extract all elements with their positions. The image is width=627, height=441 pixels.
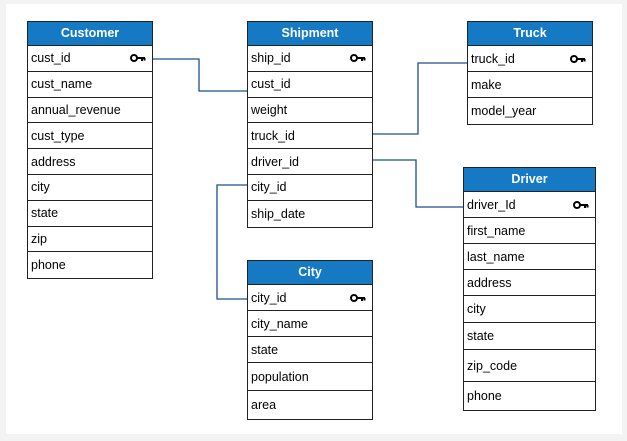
customer-field-name: annual_revenue [31, 102, 121, 117]
driver-field-name: phone [467, 389, 502, 403]
driver-field-name: state [467, 329, 495, 343]
city-field-row[interactable]: population [248, 363, 372, 391]
customer-field-row[interactable]: address [28, 149, 152, 175]
driver-table-title: Driver [464, 168, 595, 192]
shipment-field-row[interactable]: city_id [248, 175, 372, 201]
customer-field-row[interactable]: state [28, 201, 152, 227]
truck-table-title: Truck [468, 22, 592, 46]
customer-field-name: cust_name [31, 77, 93, 92]
customer-field-row[interactable]: cust_type [28, 123, 152, 150]
customer-table[interactable]: Customer cust_id cust_name annual_revenu… [27, 21, 153, 280]
customer-field-name: cust_type [31, 128, 85, 143]
shipment-field-row[interactable]: driver_id [248, 149, 372, 175]
customer-field-name: cust_id [31, 51, 71, 66]
driver-field-name: last_name [467, 249, 525, 264]
shipment-field-name: city_id [251, 180, 287, 195]
key-icon [570, 54, 586, 63]
driver-field-row[interactable]: last_name [464, 244, 595, 270]
driver-field-row[interactable]: city [464, 296, 595, 323]
customer-field-row[interactable]: zip [28, 227, 152, 253]
shipment-field-row[interactable]: weight [248, 98, 372, 124]
customer-field-name: city [31, 180, 50, 195]
customer-field-name: state [31, 206, 59, 221]
shipment-field-name: weight [251, 102, 288, 117]
city-field-row[interactable]: city_id [248, 285, 372, 311]
shipment-field-name: cust_id [251, 77, 291, 92]
driver-field-row[interactable]: first_name [464, 218, 595, 244]
driver-field-name: city [467, 302, 486, 316]
city-field-name: population [251, 369, 309, 384]
driver-table[interactable]: Driver driver_Id first_name last_name ad… [463, 167, 596, 411]
driver-field-row[interactable]: zip_code [464, 350, 595, 382]
driver-field-row[interactable]: address [464, 270, 595, 296]
shipment-table[interactable]: Shipment ship_id cust_id weight truck_id… [247, 21, 373, 228]
driver-field-name: first_name [467, 223, 526, 238]
shipment-field-name: ship_date [251, 206, 306, 221]
driver-field-row[interactable]: driver_Id [464, 192, 595, 218]
key-icon [350, 293, 366, 302]
shipment-field-row[interactable]: ship_date [248, 201, 372, 227]
truck-table[interactable]: Truck truck_id make model_year [467, 21, 593, 125]
truck-field-name: truck_id [471, 51, 515, 66]
customer-field-row[interactable]: cust_id [28, 46, 152, 72]
customer-field-row[interactable]: cust_name [28, 72, 152, 98]
city-table[interactable]: City city_id city_name state population … [247, 260, 373, 420]
shipment-table-title: Shipment [248, 22, 372, 46]
customer-field-name: address [31, 154, 76, 169]
driver-field-row[interactable]: phone [464, 382, 595, 410]
shipment-field-name: truck_id [251, 128, 295, 143]
truck-field-row[interactable]: make [468, 72, 592, 98]
shipment-field-row[interactable]: truck_id [248, 123, 372, 150]
city-field-row[interactable]: city_name [248, 311, 372, 337]
key-icon [350, 54, 366, 63]
shipment-field-row[interactable]: ship_id [248, 46, 372, 72]
customer-table-title: Customer [28, 22, 152, 46]
city-field-name: state [251, 342, 279, 357]
shipment-field-name: ship_id [251, 51, 291, 66]
city-table-title: City [248, 261, 372, 285]
city-field-name: area [251, 398, 277, 412]
truck-field-name: model_year [471, 104, 537, 118]
truck-field-row[interactable]: truck_id [468, 46, 592, 72]
city-field-row[interactable]: area [248, 391, 372, 419]
key-icon [130, 54, 146, 63]
customer-field-row[interactable]: annual_revenue [28, 98, 152, 124]
customer-field-name: zip [31, 231, 47, 246]
truck-field-row[interactable]: model_year [468, 98, 592, 124]
customer-field-row[interactable]: city [28, 175, 152, 201]
city-field-row[interactable]: state [248, 337, 372, 363]
key-icon [573, 200, 589, 209]
driver-field-name: zip_code [467, 358, 518, 373]
driver-field-row[interactable]: state [464, 323, 595, 350]
city-field-name: city_id [251, 290, 287, 305]
customer-field-row[interactable]: phone [28, 252, 152, 278]
customer-field-name: phone [31, 258, 66, 273]
truck-field-name: make [471, 77, 502, 92]
city-field-name: city_name [251, 316, 308, 331]
shipment-field-row[interactable]: cust_id [248, 72, 372, 98]
driver-field-name: address [467, 275, 512, 290]
shipment-field-name: driver_id [251, 154, 299, 169]
driver-field-name: driver_Id [467, 197, 516, 212]
